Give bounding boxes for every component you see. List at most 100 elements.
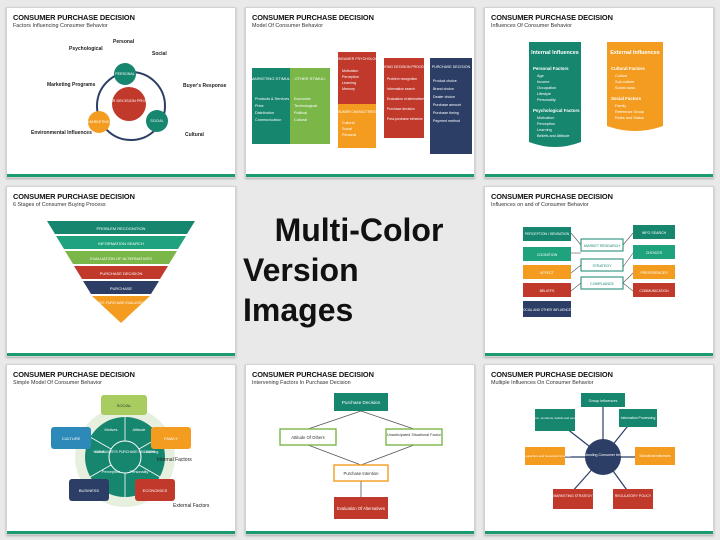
svg-text:Purchase Intention: Purchase Intention: [344, 471, 380, 476]
svg-text:Evaluation of alternatives: Evaluation of alternatives: [387, 97, 425, 101]
svg-text:External Influences: External Influences: [610, 50, 659, 56]
svg-text:BELIEFS: BELIEFS: [540, 289, 555, 293]
svg-text:INFORMATION SEARCH: INFORMATION SEARCH: [98, 241, 144, 246]
svg-text:Internal Factors: Internal Factors: [157, 457, 192, 463]
slide-thumb-1[interactable]: CONSUMER PURCHASE DECISION Factors Influ…: [6, 7, 236, 178]
footer-bar: [7, 353, 235, 356]
svg-text:INFO SEARCH: INFO SEARCH: [642, 231, 667, 235]
svg-text:Psychological: Psychological: [69, 46, 103, 52]
svg-text:Income: Income: [537, 80, 549, 84]
svg-text:Attitude: Attitude: [133, 428, 146, 432]
svg-text:Perception: Perception: [342, 75, 359, 79]
svg-text:Environmental Influences: Environmental Influences: [31, 130, 92, 136]
svg-text:Group influences: Group influences: [589, 399, 618, 403]
slide-title: CONSUMER PURCHASE DECISION: [252, 13, 374, 22]
svg-text:Post-purchase behavior: Post-purchase behavior: [387, 117, 424, 121]
svg-text:Roles and Status: Roles and Status: [615, 116, 644, 120]
svg-text:Demographics and household str: Demographics and household structure: [519, 454, 572, 458]
svg-text:Cultural Factors: Cultural Factors: [611, 66, 645, 71]
svg-text:SOCIAL AND OTHER INFLUENCES: SOCIAL AND OTHER INFLUENCES: [521, 308, 573, 312]
svg-text:PREFERENCES: PREFERENCES: [641, 271, 669, 275]
slide-thumb-3[interactable]: CONSUMER PURCHASE DECISION Influences Of…: [484, 7, 714, 178]
svg-text:Marketing Programs: Marketing Programs: [47, 82, 96, 88]
factors-diagram: BUYER DECISION PROCESS PERSONAL SOCIAL M…: [31, 39, 227, 141]
intervening-factors: Purchase Decision Attitude Of Others Una…: [279, 393, 443, 519]
svg-text:Personal Factors: Personal Factors: [533, 66, 569, 71]
slide-title: CONSUMER PURCHASE DECISION: [491, 13, 613, 22]
slide-subtitle: Factors Influencing Consumer Behavior: [13, 23, 108, 29]
svg-text:Social: Social: [152, 51, 167, 57]
svg-text:CONSUMER'S PURCHASE DECISION: CONSUMER'S PURCHASE DECISION: [95, 450, 155, 454]
slide-subtitle: Simple Model Of Consumer Behavior: [13, 380, 102, 386]
simple-model-wheel: CONSUMER'S PURCHASE DECISION Motives Att…: [51, 395, 210, 509]
svg-text:FAMILY: FAMILY: [164, 436, 178, 441]
svg-text:POST-PURCHASE EVALUATION: POST-PURCHASE EVALUATION: [96, 301, 147, 305]
svg-text:MARKETING STIMULI: MARKETING STIMULI: [251, 76, 292, 81]
svg-text:Learning: Learning: [342, 81, 356, 85]
svg-text:MARKET RESEARCH: MARKET RESEARCH: [584, 244, 620, 248]
svg-text:Culture: Culture: [615, 74, 627, 78]
svg-text:SOCIAL: SOCIAL: [150, 119, 163, 123]
svg-text:Cultural: Cultural: [342, 121, 355, 125]
slide-thumb-8[interactable]: CONSUMER PURCHASE DECISION Multiple Infl…: [484, 364, 714, 535]
svg-text:Motives: Motives: [104, 428, 117, 432]
svg-text:Motivation, emotions, beliefs: Motivation, emotions, beliefs and person…: [525, 416, 585, 420]
behavior-model: MARKETING STIMULI Products & Services Pr…: [251, 52, 472, 154]
svg-text:Personality: Personality: [537, 98, 556, 102]
ring-social: [146, 110, 168, 132]
svg-text:Purchase amount: Purchase amount: [433, 103, 461, 107]
svg-text:OTHER STIMULI: OTHER STIMULI: [295, 76, 326, 81]
slide-subtitle: Influences Of Consumer Behavior: [491, 23, 572, 29]
footer-bar: [7, 174, 235, 177]
footer-bar: [246, 531, 474, 534]
footer-bar: [485, 531, 713, 534]
slide-title: CONSUMER PURCHASE DECISION: [491, 370, 613, 379]
svg-text:BUYING DECISION PROCESS: BUYING DECISION PROCESS: [380, 65, 429, 69]
footer-bar: [485, 353, 713, 356]
slide-title: CONSUMER PURCHASE DECISION: [491, 192, 613, 201]
core-label: BUYER DECISION PROCESS: [102, 98, 157, 103]
slide-thumb-2[interactable]: CONSUMER PURCHASE DECISION Model Of Cons…: [245, 7, 475, 178]
svg-text:Payment method: Payment method: [433, 119, 460, 123]
svg-text:Understanding Consumer behavio: Understanding Consumer behaviour: [574, 453, 633, 457]
slide-subtitle: Influences on and of Consumer Behavior: [491, 202, 589, 208]
svg-text:Social class: Social class: [615, 86, 635, 90]
svg-text:Information search: Information search: [387, 87, 415, 91]
svg-text:Subcultural influences: Subcultural influences: [639, 454, 671, 458]
svg-text:PURCHASE DECISION: PURCHASE DECISION: [432, 65, 471, 69]
footer-bar: [246, 174, 474, 177]
svg-text:Political: Political: [294, 111, 307, 115]
slide-thumb-6[interactable]: CONSUMER PURCHASE DECISION Simple Model …: [6, 364, 236, 535]
svg-text:CULTURE: CULTURE: [62, 436, 81, 441]
svg-text:External Factors: External Factors: [173, 503, 210, 509]
svg-text:Social Factors: Social Factors: [611, 96, 642, 101]
svg-text:Age: Age: [537, 74, 544, 78]
svg-text:Purchase timing: Purchase timing: [433, 111, 459, 115]
svg-text:Cultural: Cultural: [294, 118, 307, 122]
slide-thumb-4[interactable]: CONSUMER PURCHASE DECISION 6 Stages of C…: [6, 186, 236, 357]
svg-text:Perception: Perception: [537, 122, 555, 126]
svg-text:Reference Group: Reference Group: [615, 110, 644, 114]
buyer-decision-core: [112, 87, 146, 121]
slide-title: CONSUMER PURCHASE DECISION: [252, 370, 374, 379]
svg-text:COGNITION: COGNITION: [537, 253, 558, 257]
slide-thumb-7[interactable]: CONSUMER PURCHASE DECISION Intervening F…: [245, 364, 475, 535]
svg-text:Needs: Needs: [94, 450, 105, 454]
slide-thumb-5[interactable]: CONSUMER PURCHASE DECISION Influences on…: [484, 186, 714, 357]
svg-text:Learning: Learning: [537, 128, 552, 132]
slide-title: CONSUMER PURCHASE DECISION: [13, 370, 135, 379]
svg-text:Perception: Perception: [102, 470, 120, 474]
svg-text:Motivation: Motivation: [537, 116, 554, 120]
svg-text:Motivation: Motivation: [342, 69, 358, 73]
svg-text:CONSUMER PSYCHOLOGY: CONSUMER PSYCHOLOGY: [333, 57, 381, 61]
caption-line-1: Multi-Color: [274, 212, 444, 248]
footer-bar: [485, 174, 713, 177]
svg-text:Psychological Factors: Psychological Factors: [533, 108, 580, 113]
svg-text:Social: Social: [342, 127, 352, 131]
svg-text:EVALUATION OF ALTERNATIVES: EVALUATION OF ALTERNATIVES: [90, 256, 152, 261]
svg-text:CHOICES: CHOICES: [646, 251, 663, 255]
svg-text:Distribution: Distribution: [255, 111, 274, 115]
center-caption: Multi-Color Version Images: [243, 186, 475, 354]
svg-text:MARKETING STRATEGY: MARKETING STRATEGY: [553, 494, 593, 498]
svg-text:Communication: Communication: [255, 118, 281, 122]
